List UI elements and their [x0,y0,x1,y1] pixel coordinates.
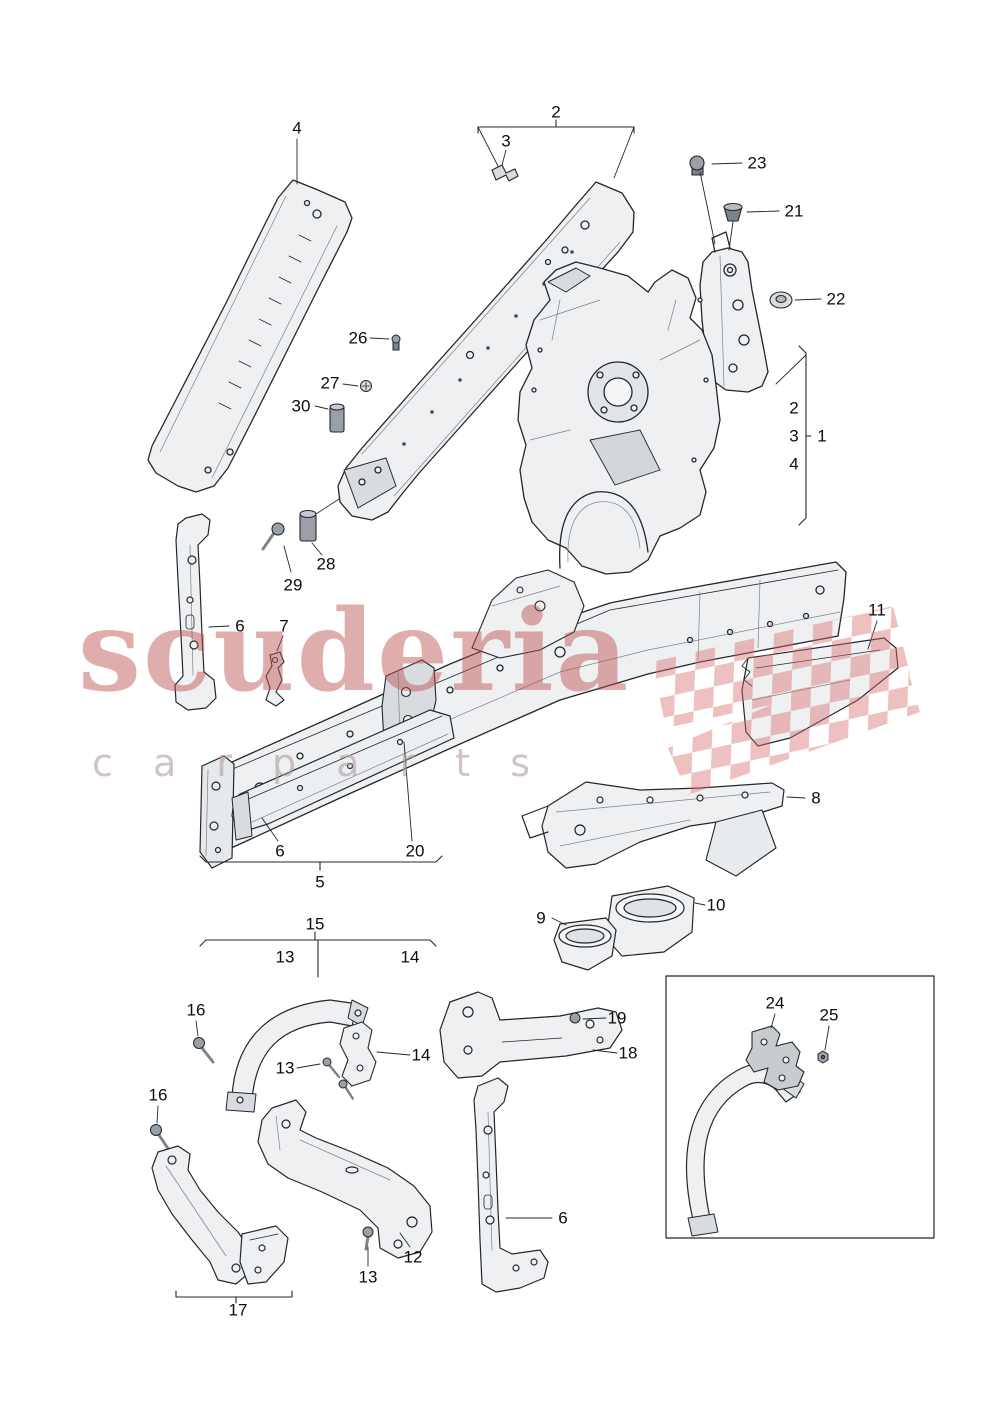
callout-30: 30 [291,396,311,416]
part-bracket-24 [745,1025,805,1091]
inset-box [665,975,935,1239]
part-rail-end-plate [199,755,235,869]
sleeve-30 [329,403,345,433]
callout-3: 3 [501,131,511,151]
part-cup-9 [553,917,617,971]
sleeve-28 [299,498,340,542]
group-brackets [175,119,807,1304]
callout-13: 13 [275,947,295,967]
rivet-27 [360,380,372,392]
part-closing-plate-6-bottom [473,1077,549,1293]
callout-5: 5 [315,872,325,892]
part-bracket-14 [339,1021,377,1087]
part-lower-rail [231,709,455,841]
screw-26 [391,334,401,351]
callout-12: 12 [403,1247,423,1267]
callout-4: 4 [292,118,302,138]
callout-6: 6 [235,616,245,636]
leader-lines [156,126,878,1267]
part-cup-10 [605,885,695,957]
callout-2: 2 [551,102,561,122]
checkered-flag-watermark [652,606,920,795]
callout-3: 3 [789,426,799,446]
callout-15: 15 [305,914,325,934]
callout-11: 11 [868,600,886,620]
callout-16: 16 [148,1085,168,1105]
part-bracket-17b [239,1225,289,1285]
part-wheelhouse-member-2 [337,181,635,521]
callout-14: 14 [400,947,420,967]
callout-18: 18 [618,1043,638,1063]
part-bow-15 [225,999,369,1113]
callout-6: 6 [275,841,285,861]
callout-16: 16 [186,1000,206,1020]
screws-13-mid [322,1057,355,1101]
callout-9: 9 [536,908,546,928]
clip-3 [491,164,519,182]
callout-19: 19 [607,1008,627,1028]
callout-7: 7 [279,616,289,636]
part-closing-plate-6-left [174,513,217,711]
callout-4: 4 [789,454,799,474]
bolt-29 [261,522,285,551]
callout-13: 13 [275,1058,295,1078]
callout-28: 28 [316,554,336,574]
callout-6: 6 [558,1208,568,1228]
callout-20: 20 [405,841,425,861]
callout-13: 13 [358,1267,378,1287]
callout-8: 8 [811,788,821,808]
part-wheelhouse-inner [517,261,721,575]
part-bracket-7 [265,651,285,707]
grommet-21 [723,202,743,222]
nut-25 [817,1050,829,1064]
bolt-23 [689,155,705,176]
callout-24: 24 [765,993,785,1013]
callout-26: 26 [348,328,368,348]
callout-2: 2 [789,398,799,418]
screw-16-lower [150,1124,171,1152]
part-bracket-12 [257,1099,433,1259]
callout-27: 27 [320,373,340,393]
callout-1: 1 [817,426,827,446]
callout-17: 17 [228,1300,248,1320]
part-pillar-bracket [689,231,769,403]
callout-22: 22 [826,289,846,309]
callout-14: 14 [411,1045,431,1065]
part-rail-joint-bracket [471,569,585,659]
part-bracket-8 [521,781,785,877]
callout-23: 23 [747,153,767,173]
callout-21: 21 [784,201,804,221]
callout-25: 25 [819,1005,839,1025]
screw-16-upper [193,1037,215,1064]
bolt-19 [569,1012,581,1024]
plug-22 [769,291,793,309]
callout-29: 29 [283,575,303,595]
part-wheelhouse-strip-4 [147,179,353,493]
callout-10: 10 [706,895,726,915]
bolt-13-bottom [362,1226,374,1251]
